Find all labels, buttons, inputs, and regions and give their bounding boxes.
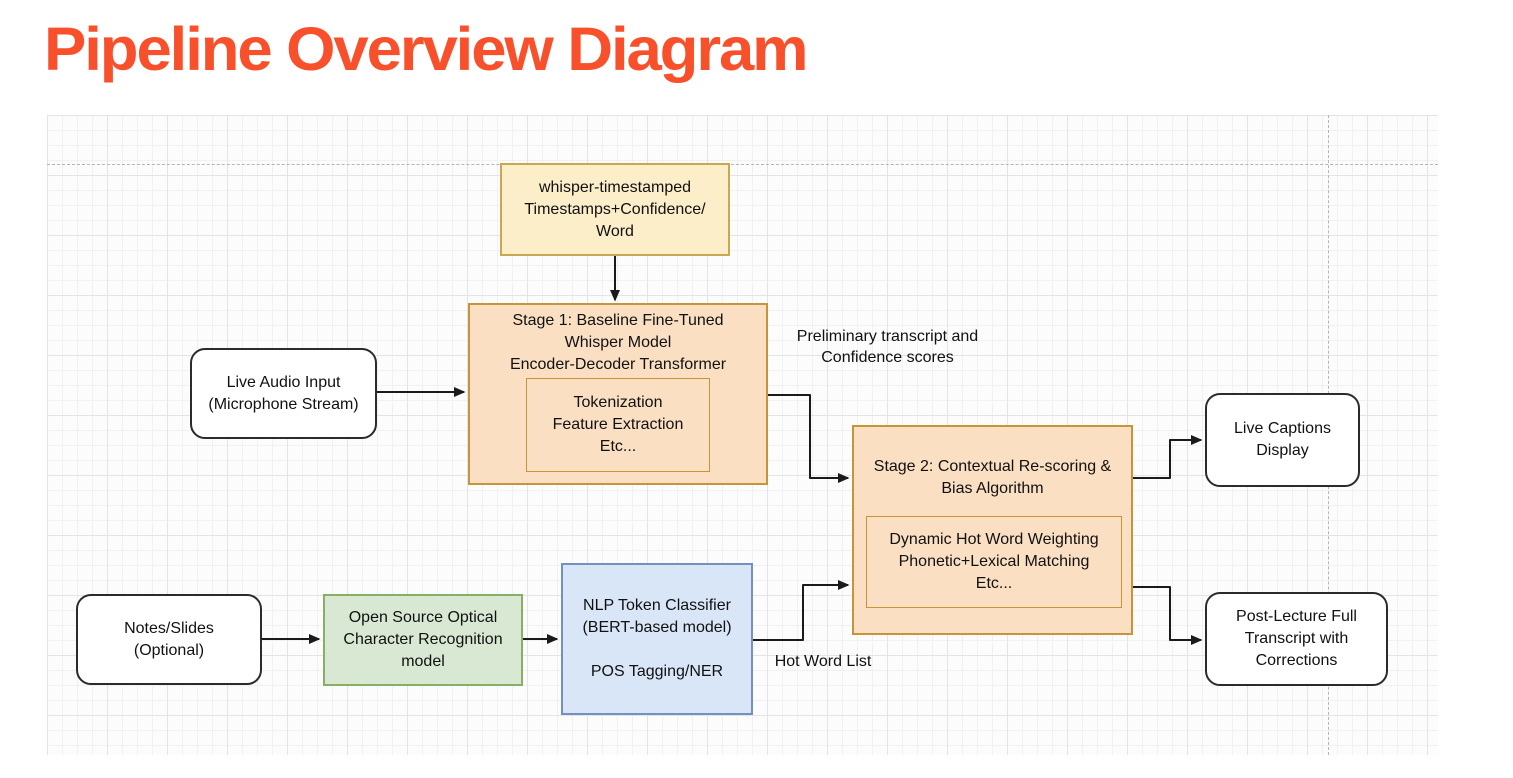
node-stage1-title: Stage 1: Baseline Fine-Tuned Whisper Mod… bbox=[509, 312, 727, 373]
edge-label-hot-word-list: Hot Word List bbox=[774, 653, 872, 670]
node-ocr-model-label: Open Source Optical Character Recognitio… bbox=[343, 609, 503, 670]
node-notes-slides-label: Notes/Slides (Optional) bbox=[124, 619, 214, 659]
node-nlp-token-classifier: NLP Token Classifier (BERT-based model) … bbox=[561, 563, 753, 715]
node-stage1-inner-label: Tokenization Feature Extraction Etc... bbox=[552, 394, 684, 455]
node-nlp-token-classifier-label: NLP Token Classifier (BERT-based model) … bbox=[582, 597, 732, 680]
node-stage2-inner-label: Dynamic Hot Word Weighting Phonetic+Lexi… bbox=[889, 531, 1099, 592]
node-stage2-title: Stage 2: Contextual Re-scoring & Bias Al… bbox=[873, 458, 1112, 497]
page-break-horizontal bbox=[47, 164, 1438, 165]
edge-label-preliminary-transcript: Preliminary transcript and Confidence sc… bbox=[796, 328, 979, 366]
node-post-lecture-transcript: Post-Lecture Full Transcript with Correc… bbox=[1205, 592, 1388, 686]
node-stage2-inner-box: Dynamic Hot Word Weighting Phonetic+Lexi… bbox=[866, 516, 1122, 608]
node-live-audio-input-label: Live Audio Input (Microphone Stream) bbox=[208, 373, 359, 413]
node-live-captions-display: Live Captions Display bbox=[1205, 393, 1360, 487]
node-notes-slides: Notes/Slides (Optional) bbox=[76, 594, 262, 685]
node-post-lecture-label: Post-Lecture Full Transcript with Correc… bbox=[1236, 608, 1357, 669]
node-whisper-timestamped-label: whisper-timestamped Timestamps+Confidenc… bbox=[524, 178, 706, 240]
node-stage1-whisper-model: Stage 1: Baseline Fine-Tuned Whisper Mod… bbox=[468, 303, 768, 485]
node-ocr-model: Open Source Optical Character Recognitio… bbox=[323, 594, 523, 686]
node-live-audio-input: Live Audio Input (Microphone Stream) bbox=[190, 348, 377, 439]
node-stage2-rescoring: Stage 2: Contextual Re-scoring & Bias Al… bbox=[852, 425, 1133, 635]
page-title: Pipeline Overview Diagram bbox=[44, 15, 809, 83]
node-live-captions-label: Live Captions Display bbox=[1234, 420, 1331, 459]
node-whisper-timestamped: whisper-timestamped Timestamps+Confidenc… bbox=[500, 163, 730, 256]
node-stage1-inner-box: Tokenization Feature Extraction Etc... bbox=[526, 378, 710, 472]
